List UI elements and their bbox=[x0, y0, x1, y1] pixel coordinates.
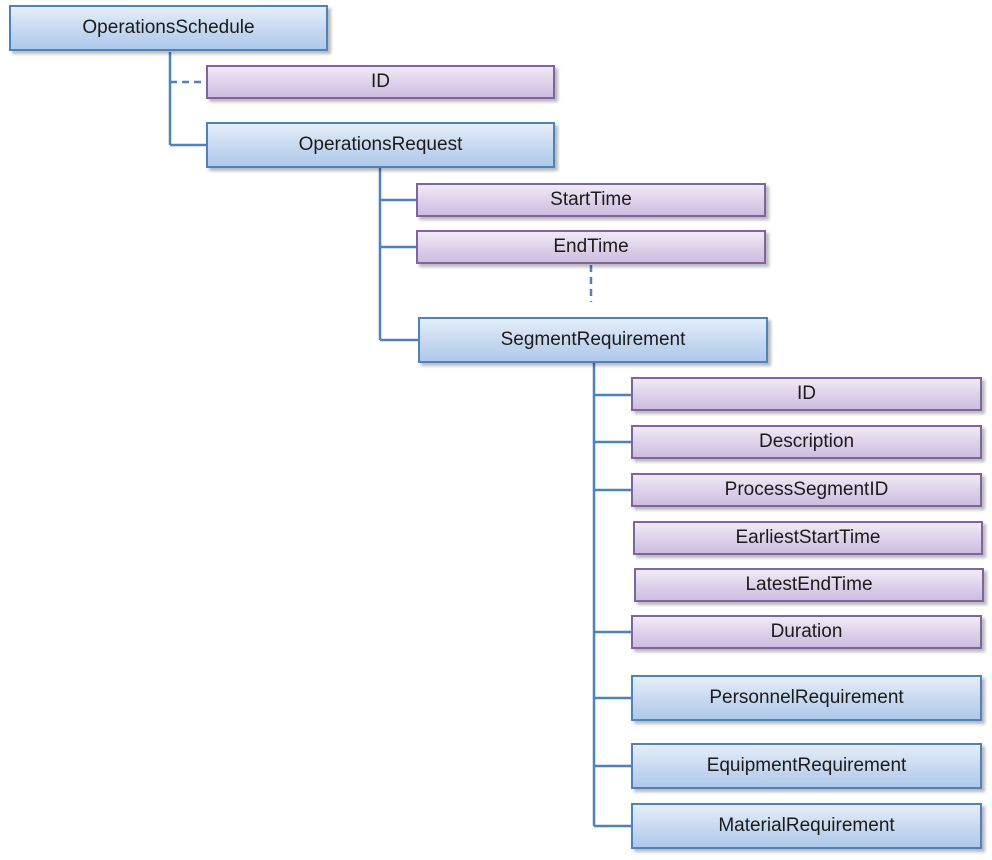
node-label: PersonnelRequirement bbox=[709, 687, 904, 708]
node-label: ID bbox=[797, 383, 816, 404]
node-label: EquipmentRequirement bbox=[706, 755, 907, 776]
node-label: EarliestStartTime bbox=[735, 527, 881, 548]
node-label: Duration bbox=[770, 621, 843, 642]
node-operations-request: OperationsRequest bbox=[206, 122, 555, 168]
node-end-time: EndTime bbox=[416, 230, 766, 264]
node-earliest-start-time: EarliestStartTime bbox=[633, 521, 983, 555]
node-label: OperationsSchedule bbox=[82, 17, 255, 38]
node-label: EndTime bbox=[553, 236, 629, 257]
node-label: SegmentRequirement bbox=[500, 329, 686, 350]
node-label: OperationsRequest bbox=[298, 134, 463, 155]
node-description: Description bbox=[631, 425, 982, 459]
node-label: MaterialRequirement bbox=[718, 815, 895, 836]
node-label: StartTime bbox=[550, 189, 632, 210]
node-label: LatestEndTime bbox=[745, 574, 873, 595]
node-operations-schedule: OperationsSchedule bbox=[9, 5, 328, 51]
node-label: Description bbox=[758, 431, 855, 452]
node-start-time: StartTime bbox=[416, 183, 766, 217]
node-label: ID bbox=[371, 71, 390, 92]
node-latest-end-time: LatestEndTime bbox=[634, 568, 984, 602]
node-duration: Duration bbox=[631, 615, 982, 649]
node-material-requirement: MaterialRequirement bbox=[631, 803, 982, 849]
node-process-segment-id: ProcessSegmentID bbox=[631, 473, 982, 507]
node-schedule-id: ID bbox=[206, 65, 555, 99]
node-segment-requirement: SegmentRequirement bbox=[418, 317, 768, 363]
node-segment-id: ID bbox=[631, 377, 982, 411]
node-personnel-requirement: PersonnelRequirement bbox=[631, 675, 982, 721]
node-label: ProcessSegmentID bbox=[724, 479, 889, 500]
node-equipment-requirement: EquipmentRequirement bbox=[631, 743, 982, 789]
